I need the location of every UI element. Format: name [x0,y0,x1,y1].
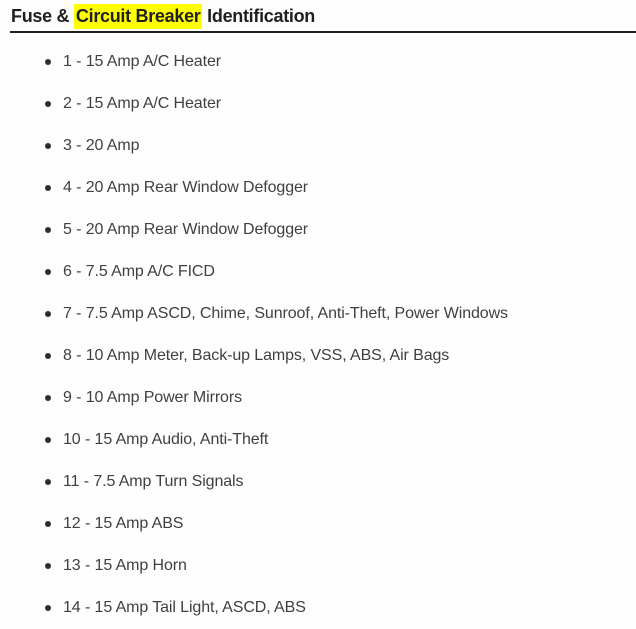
bullet-icon [45,143,51,149]
list-item-text: 11 - 7.5 Amp Turn Signals [63,473,244,490]
list-item-text: 6 - 7.5 Amp A/C FICD [63,263,215,280]
list-item-text: 3 - 20 Amp [63,137,140,154]
list-item-text: 2 - 15 Amp A/C Heater [63,95,221,112]
fuse-list: 1 - 15 Amp A/C Heater 2 - 15 Amp A/C Hea… [0,41,636,629]
bullet-icon [45,563,51,569]
bullet-icon [45,353,51,359]
list-item: 14 - 15 Amp Tail Light, ASCD, ABS [0,587,636,629]
list-item: 1 - 15 Amp A/C Heater [0,41,636,83]
list-item-text: 1 - 15 Amp A/C Heater [63,53,221,70]
list-item: 4 - 20 Amp Rear Window Defogger [0,167,636,209]
bullet-icon [45,395,51,401]
bullet-icon [45,437,51,443]
bullet-icon [45,59,51,65]
page-title-prefix: Fuse & [11,6,74,26]
page-title-suffix: Identification [202,6,315,26]
list-item: 13 - 15 Amp Horn [0,545,636,587]
bullet-icon [45,605,51,611]
list-item-text: 13 - 15 Amp Horn [63,557,187,574]
bullet-icon [45,227,51,233]
list-item-text: 9 - 10 Amp Power Mirrors [63,389,242,406]
list-item-text: 10 - 15 Amp Audio, Anti-Theft [63,431,269,448]
bullet-icon [45,311,51,317]
bullet-icon [45,185,51,191]
list-item: 10 - 15 Amp Audio, Anti-Theft [0,419,636,461]
list-item-text: 7 - 7.5 Amp ASCD, Chime, Sunroof, Anti-T… [63,305,508,322]
bullet-icon [45,521,51,527]
page-title: Fuse & Circuit Breaker Identification [10,0,636,33]
list-item-text: 14 - 15 Amp Tail Light, ASCD, ABS [63,599,306,616]
list-item: 12 - 15 Amp ABS [0,503,636,545]
list-item: 9 - 10 Amp Power Mirrors [0,377,636,419]
bullet-icon [45,101,51,107]
list-item-text: 8 - 10 Amp Meter, Back-up Lamps, VSS, AB… [63,347,450,364]
bullet-icon [45,269,51,275]
list-item: 8 - 10 Amp Meter, Back-up Lamps, VSS, AB… [0,335,636,377]
page-title-highlight: Circuit Breaker [73,4,203,29]
bullet-icon [45,479,51,485]
list-item: 5 - 20 Amp Rear Window Defogger [0,209,636,251]
list-item-text: 5 - 20 Amp Rear Window Defogger [63,221,309,238]
list-item: 11 - 7.5 Amp Turn Signals [0,461,636,503]
list-item: 6 - 7.5 Amp A/C FICD [0,251,636,293]
list-item-text: 12 - 15 Amp ABS [63,515,184,532]
list-item: 3 - 20 Amp [0,125,636,167]
list-item-text: 4 - 20 Amp Rear Window Defogger [63,179,309,196]
list-item: 2 - 15 Amp A/C Heater [0,83,636,125]
list-item: 7 - 7.5 Amp ASCD, Chime, Sunroof, Anti-T… [0,293,636,335]
